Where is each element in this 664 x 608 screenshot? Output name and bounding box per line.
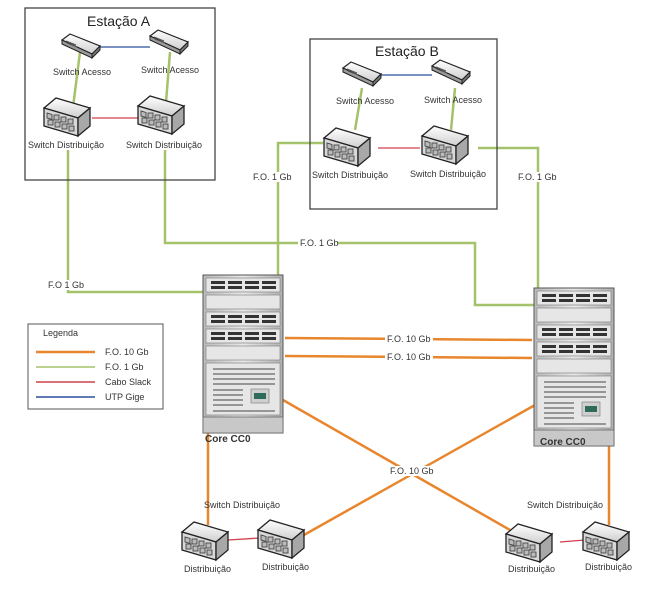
distribution-switch-icon[interactable]	[582, 521, 630, 561]
label-fo10-cross: F.O. 10 Gb	[390, 466, 434, 476]
station-a-frame	[24, 7, 216, 181]
legend-item-label: Cabo Slack	[105, 377, 152, 387]
link-fo1-b-left-to-core1	[276, 141, 323, 278]
label-fo1-b-left: F.O. 1 Gb	[253, 172, 292, 182]
link-fo1-a-right-to-core2	[163, 150, 535, 307]
station-b-frame	[309, 38, 498, 210]
links	[66, 46, 611, 543]
legend-title: Legenda	[43, 328, 78, 338]
bottom-right-dist1-label: Distribuição	[508, 564, 555, 574]
bottom-right-dist2-label: Distribuição	[585, 562, 632, 572]
core-left: Core CC0	[202, 274, 284, 445]
distribution-switch-icon[interactable]	[421, 125, 469, 165]
station-a-dist2-label: Switch Distribuição	[126, 140, 202, 150]
core-right: Core CC0	[533, 287, 615, 448]
access-switch-icon[interactable]	[342, 61, 382, 87]
bottom-left-dist2-label: Distribuição	[262, 562, 309, 572]
link-fo1-a-left-to-core1	[66, 150, 205, 294]
station-b-title: Estação B	[375, 43, 439, 59]
label-fo1-a-right: F.O. 1 Gb	[300, 238, 339, 248]
station-a-access2-label: Switch Acesso	[141, 65, 199, 75]
distribution-switch-icon[interactable]	[505, 523, 553, 563]
bottom-group-right-title: Switch Distribuição	[527, 500, 603, 510]
station-a-dist1-label: Switch Distribuição	[28, 140, 104, 150]
label-fo10-core-top: F.O. 10 Gb	[387, 334, 431, 344]
bottom-left-dist1-label: Distribuição	[184, 564, 231, 574]
station-b-access1-label: Switch Acesso	[336, 96, 394, 106]
legend: Legenda F.O. 10 Gb F.O. 1 Gb Cabo SlackUTP…	[27, 323, 164, 410]
bottom-group-left-title: Switch Distribuição	[204, 500, 280, 510]
access-switch-icon[interactable]	[149, 29, 189, 55]
station-b-dist2-label: Switch Distribuição	[410, 169, 486, 179]
distribution-switch-icon[interactable]	[43, 97, 91, 137]
access-switch-icon[interactable]	[61, 33, 101, 59]
bottom-group-left: Switch Distribuição Distribuição Distrib…	[181, 500, 309, 574]
bottom-group-right: Switch Distribuição Distribuição Distrib…	[505, 500, 632, 574]
core-switch-icon[interactable]	[202, 274, 284, 434]
station-a: Estação A Switch Acesso Switch Acesso Sw…	[24, 7, 216, 181]
link-fo1-b-access2-dist2	[449, 87, 457, 131]
link-labels: F.O 1 Gb F.O. 1 Gb F.O. 1 Gb F.O. 1 Gb F…	[46, 172, 557, 476]
core-left-label: Core CC0	[205, 434, 251, 445]
link-slack-bottom-right	[559, 539, 586, 543]
distribution-switch-icon[interactable]	[257, 519, 305, 559]
station-a-title: Estação A	[87, 13, 151, 29]
legend-item-label: UTP Gige	[105, 392, 144, 402]
label-fo1-a-left: F.O 1 Gb	[48, 280, 84, 290]
access-switch-icon[interactable]	[431, 59, 471, 85]
link-slack-bottom-left	[227, 537, 261, 541]
link-fo1-b-right-to-core2	[478, 146, 540, 292]
station-b-dist1-label: Switch Distribuição	[312, 170, 388, 180]
distribution-switch-icon[interactable]	[137, 95, 185, 135]
core-right-label: Core CC0	[540, 437, 586, 448]
station-b-access2-label: Switch Acesso	[424, 95, 482, 105]
label-fo1-b-right: F.O. 1 Gb	[518, 172, 557, 182]
link-fo10-cross-core1-to-dist4	[282, 398, 511, 532]
distribution-switch-icon[interactable]	[181, 521, 229, 561]
legend-item-label: F.O. 10 Gb	[105, 347, 149, 357]
link-fo1-b-access1-dist1	[353, 87, 364, 131]
station-a-access1-label: Switch Acesso	[53, 67, 111, 77]
core-switch-icon[interactable]	[533, 287, 615, 447]
distribution-switch-icon[interactable]	[323, 127, 371, 167]
legend-item-label: F.O. 1 Gb	[105, 362, 144, 372]
station-b: Estação B Switch Acesso Switch Acesso Sw…	[309, 38, 498, 210]
label-fo10-core-bottom: F.O. 10 Gb	[387, 352, 431, 362]
